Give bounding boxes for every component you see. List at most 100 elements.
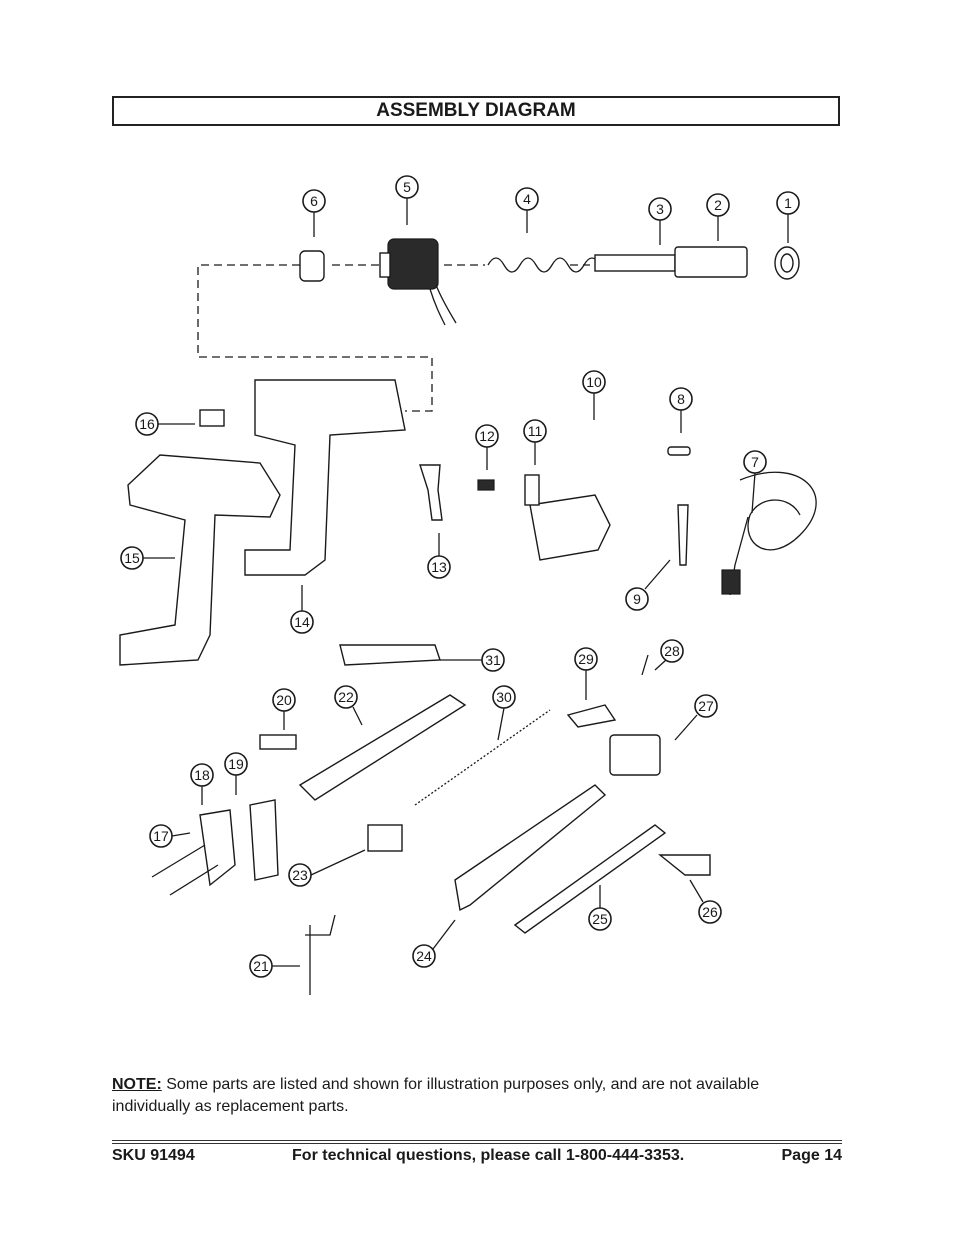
callout-16: 16 (135, 412, 159, 436)
callout-1-label: 1 (784, 195, 792, 211)
callout-18: 18 (190, 763, 214, 787)
callout-10-label: 10 (586, 374, 602, 390)
callout-24: 24 (412, 944, 436, 968)
callout-2-label: 2 (714, 197, 722, 213)
callout-15-label: 15 (124, 550, 140, 566)
callout-16-label: 16 (139, 416, 155, 432)
callout-22: 22 (334, 685, 358, 709)
part-18-nose-left (199, 809, 236, 887)
callout-23: 23 (288, 863, 312, 887)
callout-25-label: 25 (592, 911, 608, 927)
callout-19-label: 19 (228, 756, 244, 772)
callout-11-label: 11 (528, 423, 543, 439)
callout-13-label: 13 (431, 559, 447, 575)
callout-26: 26 (698, 900, 722, 924)
part-28-spring (641, 654, 649, 676)
part-3-barrel (594, 254, 676, 272)
callout-22-label: 22 (338, 689, 354, 705)
callout-21: 21 (249, 954, 273, 978)
callout-5: 5 (395, 175, 419, 199)
part-6-cap (299, 250, 325, 282)
callout-28: 28 (660, 639, 684, 663)
callout-14: 14 (290, 610, 314, 634)
callout-14-label: 14 (294, 614, 310, 630)
callout-28-label: 28 (664, 643, 680, 659)
part-30-feeder-spring (414, 709, 551, 806)
callout-19: 19 (224, 752, 248, 776)
callout-30: 30 (492, 685, 516, 709)
callout-27: 27 (694, 694, 718, 718)
footer-page-number: Page 14 (781, 1147, 842, 1164)
note-label: NOTE: (112, 1076, 162, 1093)
callout-6-label: 6 (310, 193, 318, 209)
callout-12-label: 12 (479, 428, 495, 444)
callout-15: 15 (120, 546, 144, 570)
part-20-plate (259, 734, 297, 750)
part-10-trigger-assembly (529, 494, 611, 561)
page-title: ASSEMBLY DIAGRAM (112, 96, 840, 126)
part-22-magazine-rail (298, 694, 467, 801)
part-7-plug (721, 569, 741, 595)
part-13-trigger (419, 464, 443, 521)
callout-17-label: 17 (153, 828, 169, 844)
callout-27-label: 27 (698, 698, 714, 714)
part-25-guide (513, 824, 667, 934)
part-21-contact-arm (305, 914, 336, 995)
callout-26-label: 26 (702, 904, 718, 920)
part-11-microswitch (524, 474, 540, 506)
callout-6: 6 (302, 189, 326, 213)
callout-4-label: 4 (523, 191, 531, 207)
assembly-path-line (197, 264, 433, 412)
callout-24-label: 24 (416, 948, 432, 964)
callout-5-label: 5 (403, 179, 411, 195)
part-26-bracket (658, 854, 711, 876)
part-7-cord (739, 471, 817, 551)
callout-3-label: 3 (656, 201, 664, 217)
part-14-housing-half (244, 379, 406, 576)
note-paragraph: NOTE: Some parts are listed and shown fo… (112, 1074, 832, 1118)
callout-25: 25 (588, 907, 612, 931)
callout-18-label: 18 (194, 767, 210, 783)
part-17-screws (151, 844, 219, 896)
assembly-diagram: 1 2 3 4 5 6 7 8 9 10 11 12 13 14 15 16 1… (119, 175, 817, 995)
callout-31-label: 31 (485, 652, 501, 668)
callout-1: 1 (776, 191, 800, 215)
part-2-sleeve (674, 246, 748, 278)
callout-2: 2 (706, 193, 730, 217)
footer: SKU 91494 For technical questions, pleas… (112, 1147, 842, 1165)
footer-sku: SKU 91494 (112, 1147, 195, 1164)
part-5-coil (387, 238, 439, 290)
callout-10: 10 (582, 370, 606, 394)
callout-7-label: 7 (751, 454, 759, 470)
callout-29: 29 (574, 647, 598, 671)
part-27-latch (609, 734, 661, 776)
callout-12: 12 (475, 424, 499, 448)
callout-30-label: 30 (496, 689, 512, 705)
callout-21-label: 21 (253, 958, 269, 974)
callout-9-label: 9 (633, 591, 641, 607)
callout-4: 4 (515, 187, 539, 211)
footer-rule-bottom (112, 1143, 842, 1144)
part-9-brush (677, 504, 689, 566)
part-24-magazine-channel (454, 784, 607, 912)
callout-3: 3 (648, 197, 672, 221)
part-4-spring (487, 257, 601, 273)
callout-29-label: 29 (578, 651, 594, 667)
callout-20-label: 20 (276, 692, 292, 708)
callout-11: 11 (523, 419, 547, 443)
note-text: Some parts are listed and shown for illu… (112, 1076, 760, 1115)
part-5-end (379, 252, 391, 278)
part-23-clip (367, 824, 403, 852)
callout-8-label: 8 (677, 391, 685, 407)
part-29-pusher (566, 704, 617, 728)
part-16-switch (199, 409, 225, 427)
footer-rule-top (112, 1140, 842, 1141)
callout-20: 20 (272, 688, 296, 712)
part-19-nose-right (249, 799, 279, 881)
callout-13: 13 (427, 555, 451, 579)
callout-8: 8 (669, 387, 693, 411)
footer-support: For technical questions, please call 1-8… (292, 1147, 685, 1164)
callout-17: 17 (149, 824, 173, 848)
part-8-clip (667, 446, 691, 456)
callout-23-label: 23 (292, 867, 308, 883)
